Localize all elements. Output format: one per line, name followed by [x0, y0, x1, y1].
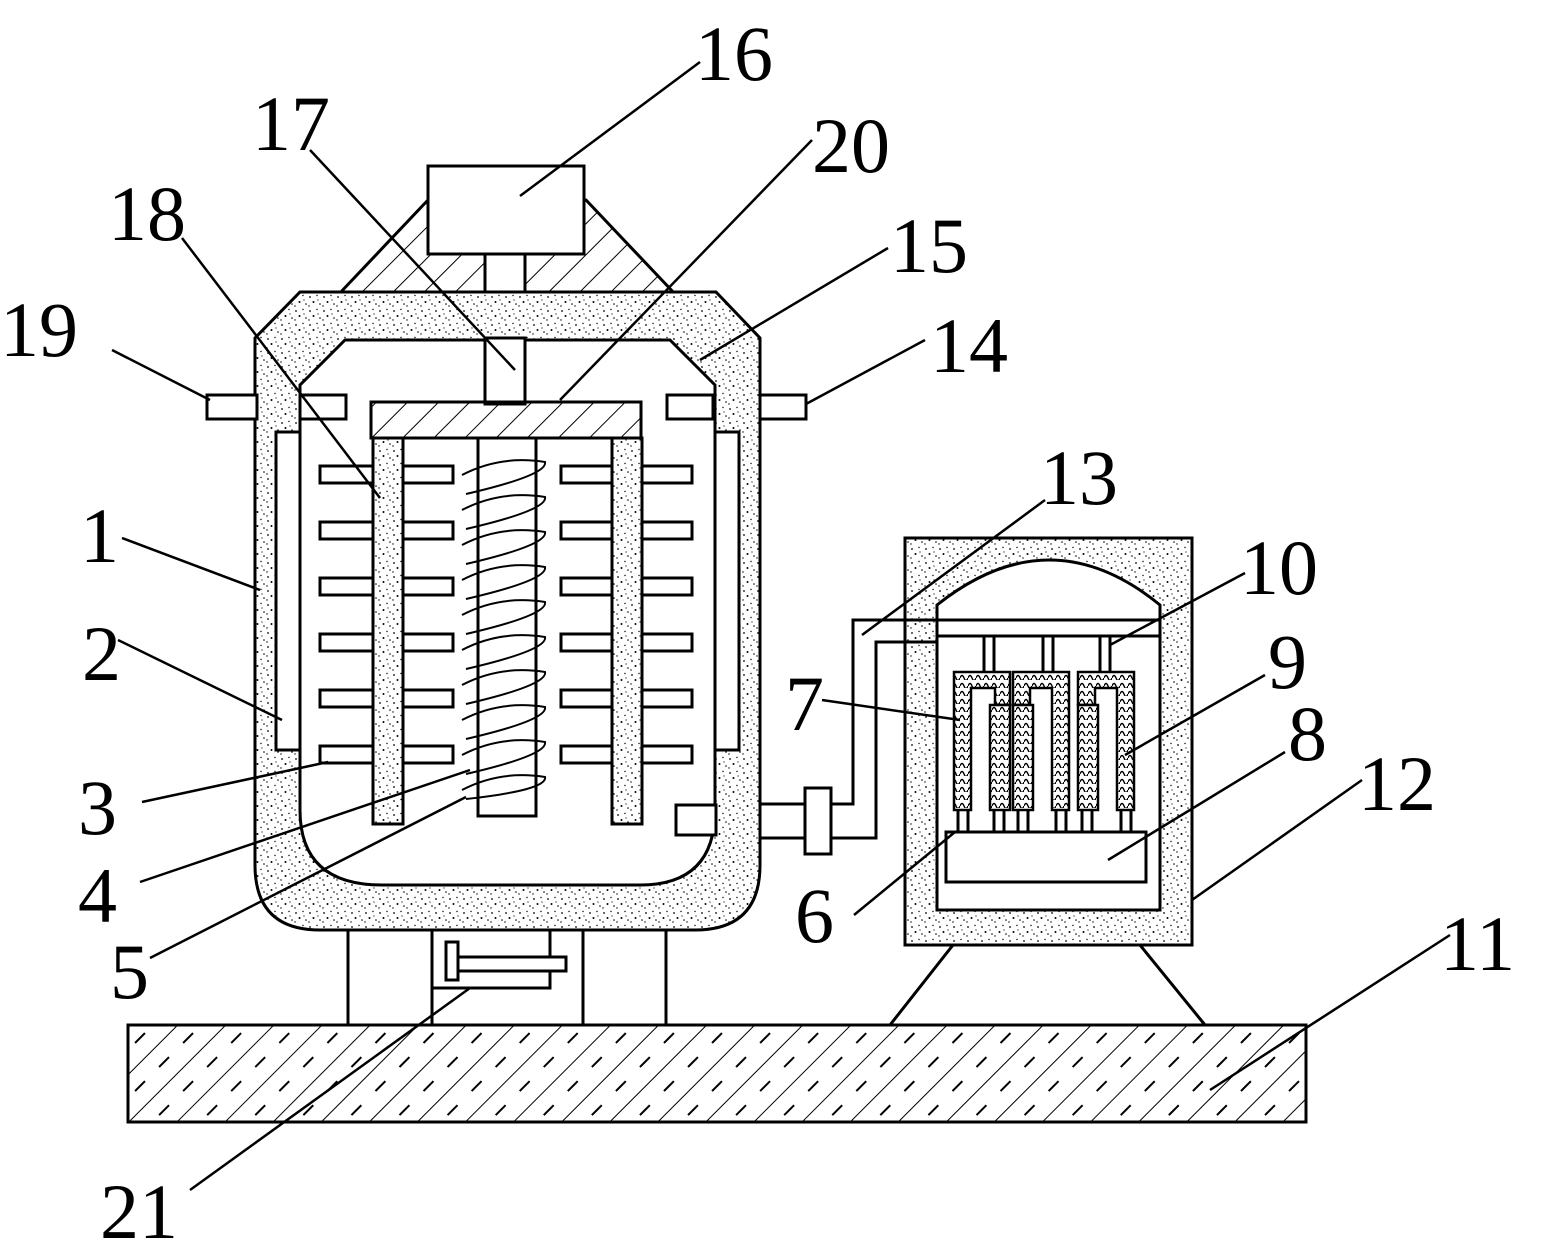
outlet-nozzle	[674, 803, 718, 837]
label-17: 17	[252, 80, 330, 167]
left-inlet-inner	[298, 393, 348, 421]
label-16: 16	[695, 10, 773, 97]
element-legs	[956, 810, 1133, 832]
label-19: 19	[0, 286, 78, 373]
label-13: 13	[1040, 434, 1118, 521]
label-6: 6	[795, 872, 834, 959]
drive-shaft	[483, 336, 527, 406]
motor	[426, 164, 586, 256]
left-inlet-pipe	[205, 393, 259, 421]
heater-support	[888, 943, 1207, 1026]
label-9: 9	[1268, 618, 1307, 705]
label-4: 4	[78, 852, 117, 939]
right-inlet-pipe	[758, 393, 808, 421]
label-12: 12	[1358, 740, 1436, 827]
label-10: 10	[1240, 524, 1318, 611]
heater-base	[944, 830, 1148, 884]
left-stirring-arm	[371, 436, 405, 826]
left-heating-jacket	[274, 430, 302, 752]
label-11: 11	[1440, 900, 1515, 987]
label-18: 18	[108, 170, 186, 257]
label-3: 3	[78, 764, 117, 851]
helical-ribbon	[461, 459, 547, 800]
heating-element-left	[952, 670, 1012, 812]
heating-element-middle	[1011, 670, 1071, 812]
heating-element-right	[1076, 670, 1136, 812]
right-inlet-inner	[665, 393, 715, 421]
right-stirring-arm	[610, 436, 644, 826]
leader-lines	[111, 60, 1451, 1192]
central-shaft	[476, 436, 538, 818]
base-plate	[126, 1023, 1308, 1124]
chamber-pipe-lines	[905, 618, 1160, 644]
label-5: 5	[110, 928, 149, 1015]
right-heating-jacket	[713, 430, 741, 752]
label-20: 20	[812, 102, 890, 189]
discharge-valve	[430, 928, 568, 990]
rotating-frame-top	[369, 400, 643, 440]
label-1: 1	[80, 492, 119, 579]
heating-element-hangers	[982, 636, 1112, 672]
label-21: 21	[100, 1168, 178, 1244]
label-2: 2	[82, 610, 121, 697]
label-7: 7	[785, 660, 824, 747]
circulation-pump	[803, 786, 833, 856]
label-15: 15	[890, 202, 968, 289]
stirring-blades	[318, 464, 694, 765]
label-14: 14	[930, 302, 1008, 389]
label-8: 8	[1288, 690, 1327, 777]
